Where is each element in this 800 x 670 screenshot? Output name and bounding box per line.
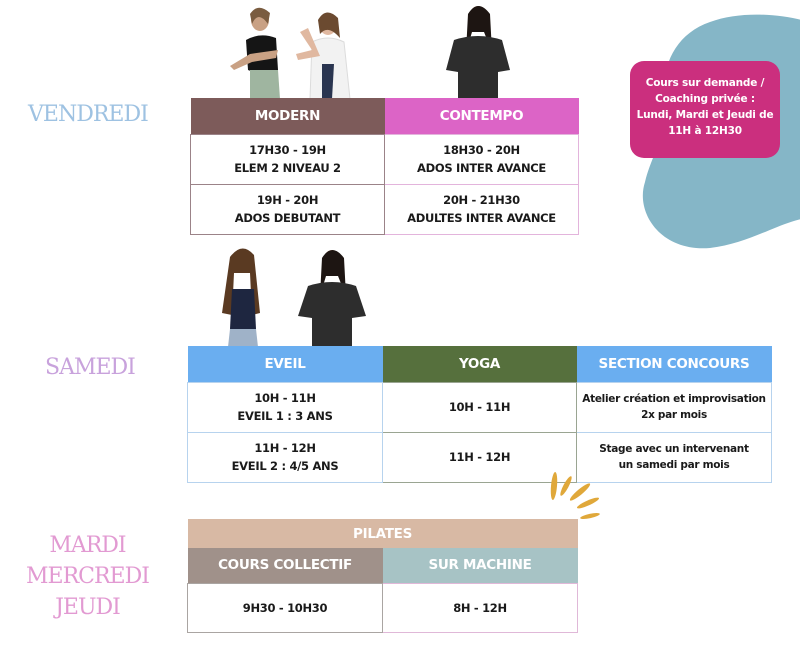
contempo-teacher-photo (438, 2, 518, 99)
class-time: 18H30 - 20H (443, 143, 520, 157)
class-cell: 8H - 12H (381, 582, 579, 633)
sur-machine-header: SUR MACHINE (382, 548, 578, 583)
class-time: 11H - 12H (254, 441, 316, 455)
private-coaching-notice: Cours sur demande / Coaching privée : Lu… (630, 61, 780, 158)
concours-line: 2x par mois (641, 409, 707, 421)
class-level: ADOS INTER AVANCE (417, 161, 546, 175)
class-cell: 20H - 21H30 ADULTES INTER AVANCE (384, 183, 579, 235)
modern-teachers-photo (228, 4, 363, 99)
class-cell: 11H - 12H EVEIL 2 : 4/5 ANS (187, 431, 383, 483)
class-time: 10H - 11H (448, 400, 511, 414)
pilates-header: PILATES (187, 519, 578, 548)
class-level: EVEIL 2 : 4/5 ANS (231, 459, 339, 473)
day-label-line: JEUDI (55, 595, 121, 620)
class-level: ADOS DEBUTANT (234, 211, 341, 225)
vendredi-schedule-table: MODERN CONTEMPO 17H30 - 19H ELEM 2 NIVEA… (190, 98, 579, 235)
class-time: 17H30 - 19H (249, 143, 326, 157)
pilates-schedule-table: PILATES COURS COLLECTIF SUR MACHINE 9H30… (187, 519, 579, 633)
eveil-teacher-photo (214, 243, 274, 347)
concours-line: Stage avec un intervenant (599, 443, 749, 455)
day-label-mardi-mercredi-jeudi: MARDI MERCREDI JEUDI (26, 530, 150, 623)
class-time: 11H - 12H (448, 450, 511, 464)
class-time: 20H - 21H30 (443, 193, 520, 207)
class-level: ADULTES INTER AVANCE (407, 211, 556, 225)
promo-line: Cours sur demande / (645, 77, 765, 89)
class-cell: 19H - 20H ADOS DEBUTANT (190, 183, 385, 235)
promo-line: Lundi, Mardi et Jeudi de (636, 109, 774, 121)
class-cell: Atelier création et improvisation 2x par… (576, 381, 772, 433)
class-level: ELEM 2 NIVEAU 2 (234, 161, 341, 175)
day-label-line: MERCREDI (26, 564, 150, 589)
day-label-samedi: SAMEDI (45, 355, 136, 380)
class-cell: 9H30 - 10H30 (187, 582, 383, 633)
sunburst-decoration-icon (550, 472, 600, 519)
day-label-vendredi: VENDREDI (28, 102, 149, 127)
class-cell: Stage avec un intervenant un samedi par … (576, 431, 772, 483)
class-cell: 17H30 - 19H ELEM 2 NIVEAU 2 (190, 133, 385, 185)
class-cell: 10H - 11H (382, 381, 577, 433)
class-time: 9H30 - 10H30 (242, 600, 328, 615)
class-time: 8H - 12H (453, 600, 507, 615)
class-cell: 10H - 11H EVEIL 1 : 3 ANS (187, 381, 383, 433)
modern-header: MODERN (190, 98, 385, 134)
class-time: 10H - 11H (254, 391, 316, 405)
yoga-teacher-photo (292, 244, 372, 347)
eveil-header: EVEIL (187, 346, 383, 382)
class-cell: 11H - 12H (382, 431, 577, 483)
promo-line: 11H à 12H30 (668, 125, 742, 137)
cours-collectif-header: COURS COLLECTIF (187, 548, 383, 583)
yoga-header: YOGA (382, 346, 577, 382)
class-time: 19H - 20H (256, 193, 319, 207)
class-level: EVEIL 1 : 3 ANS (237, 409, 333, 423)
concours-line: Atelier création et improvisation (582, 393, 766, 405)
section-concours-header: SECTION CONCOURS (576, 346, 772, 382)
class-cell: 18H30 - 20H ADOS INTER AVANCE (384, 133, 579, 185)
promo-line: Coaching privée : (655, 93, 755, 105)
concours-line: un samedi par mois (618, 459, 730, 471)
day-label-line: MARDI (49, 533, 126, 558)
samedi-schedule-table: EVEIL YOGA SECTION CONCOURS 10H - 11H EV… (187, 346, 772, 483)
contempo-header: CONTEMPO (384, 98, 579, 134)
